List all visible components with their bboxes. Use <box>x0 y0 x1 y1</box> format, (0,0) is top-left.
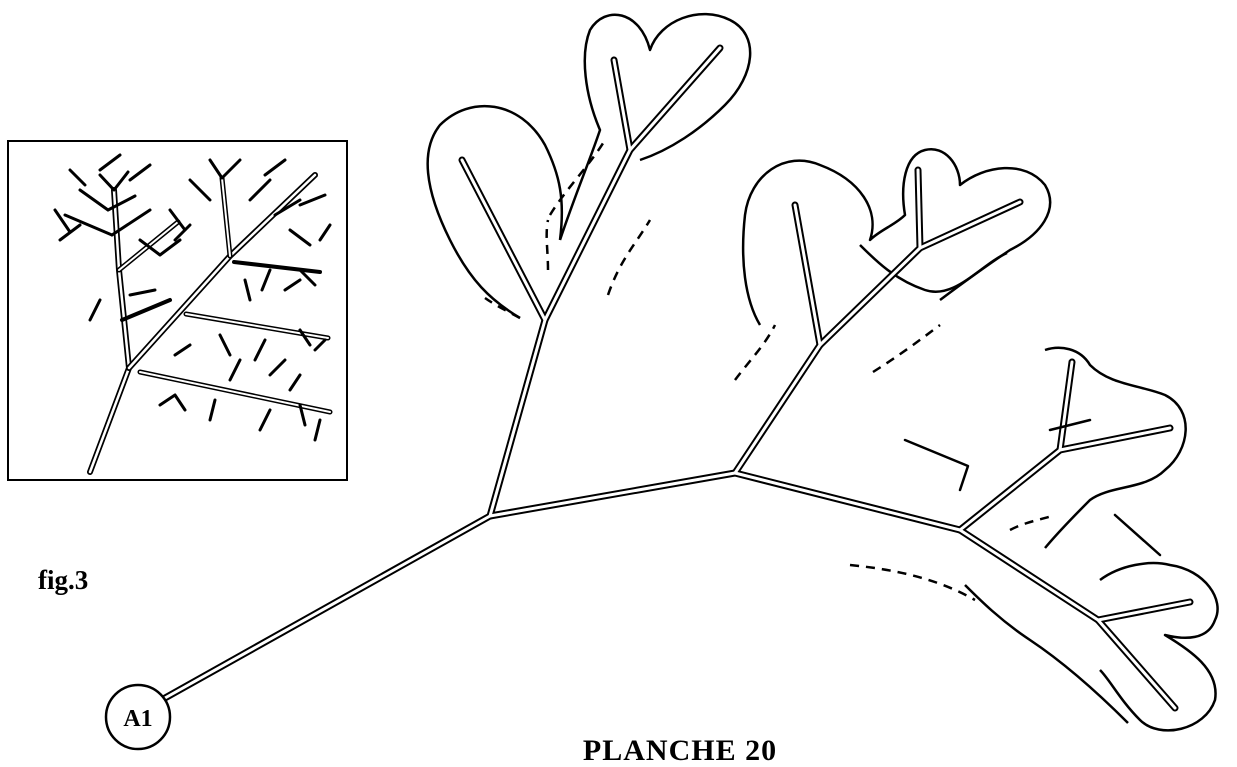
inset-tree <box>55 155 330 472</box>
root-node: A1 <box>106 685 170 749</box>
inset-panel <box>8 141 347 480</box>
root-node-label: A1 <box>123 706 152 732</box>
plate-title: PLANCHE 20 <box>470 736 890 766</box>
figure-label: fig.3 <box>38 565 88 596</box>
main-tree <box>165 48 1190 708</box>
